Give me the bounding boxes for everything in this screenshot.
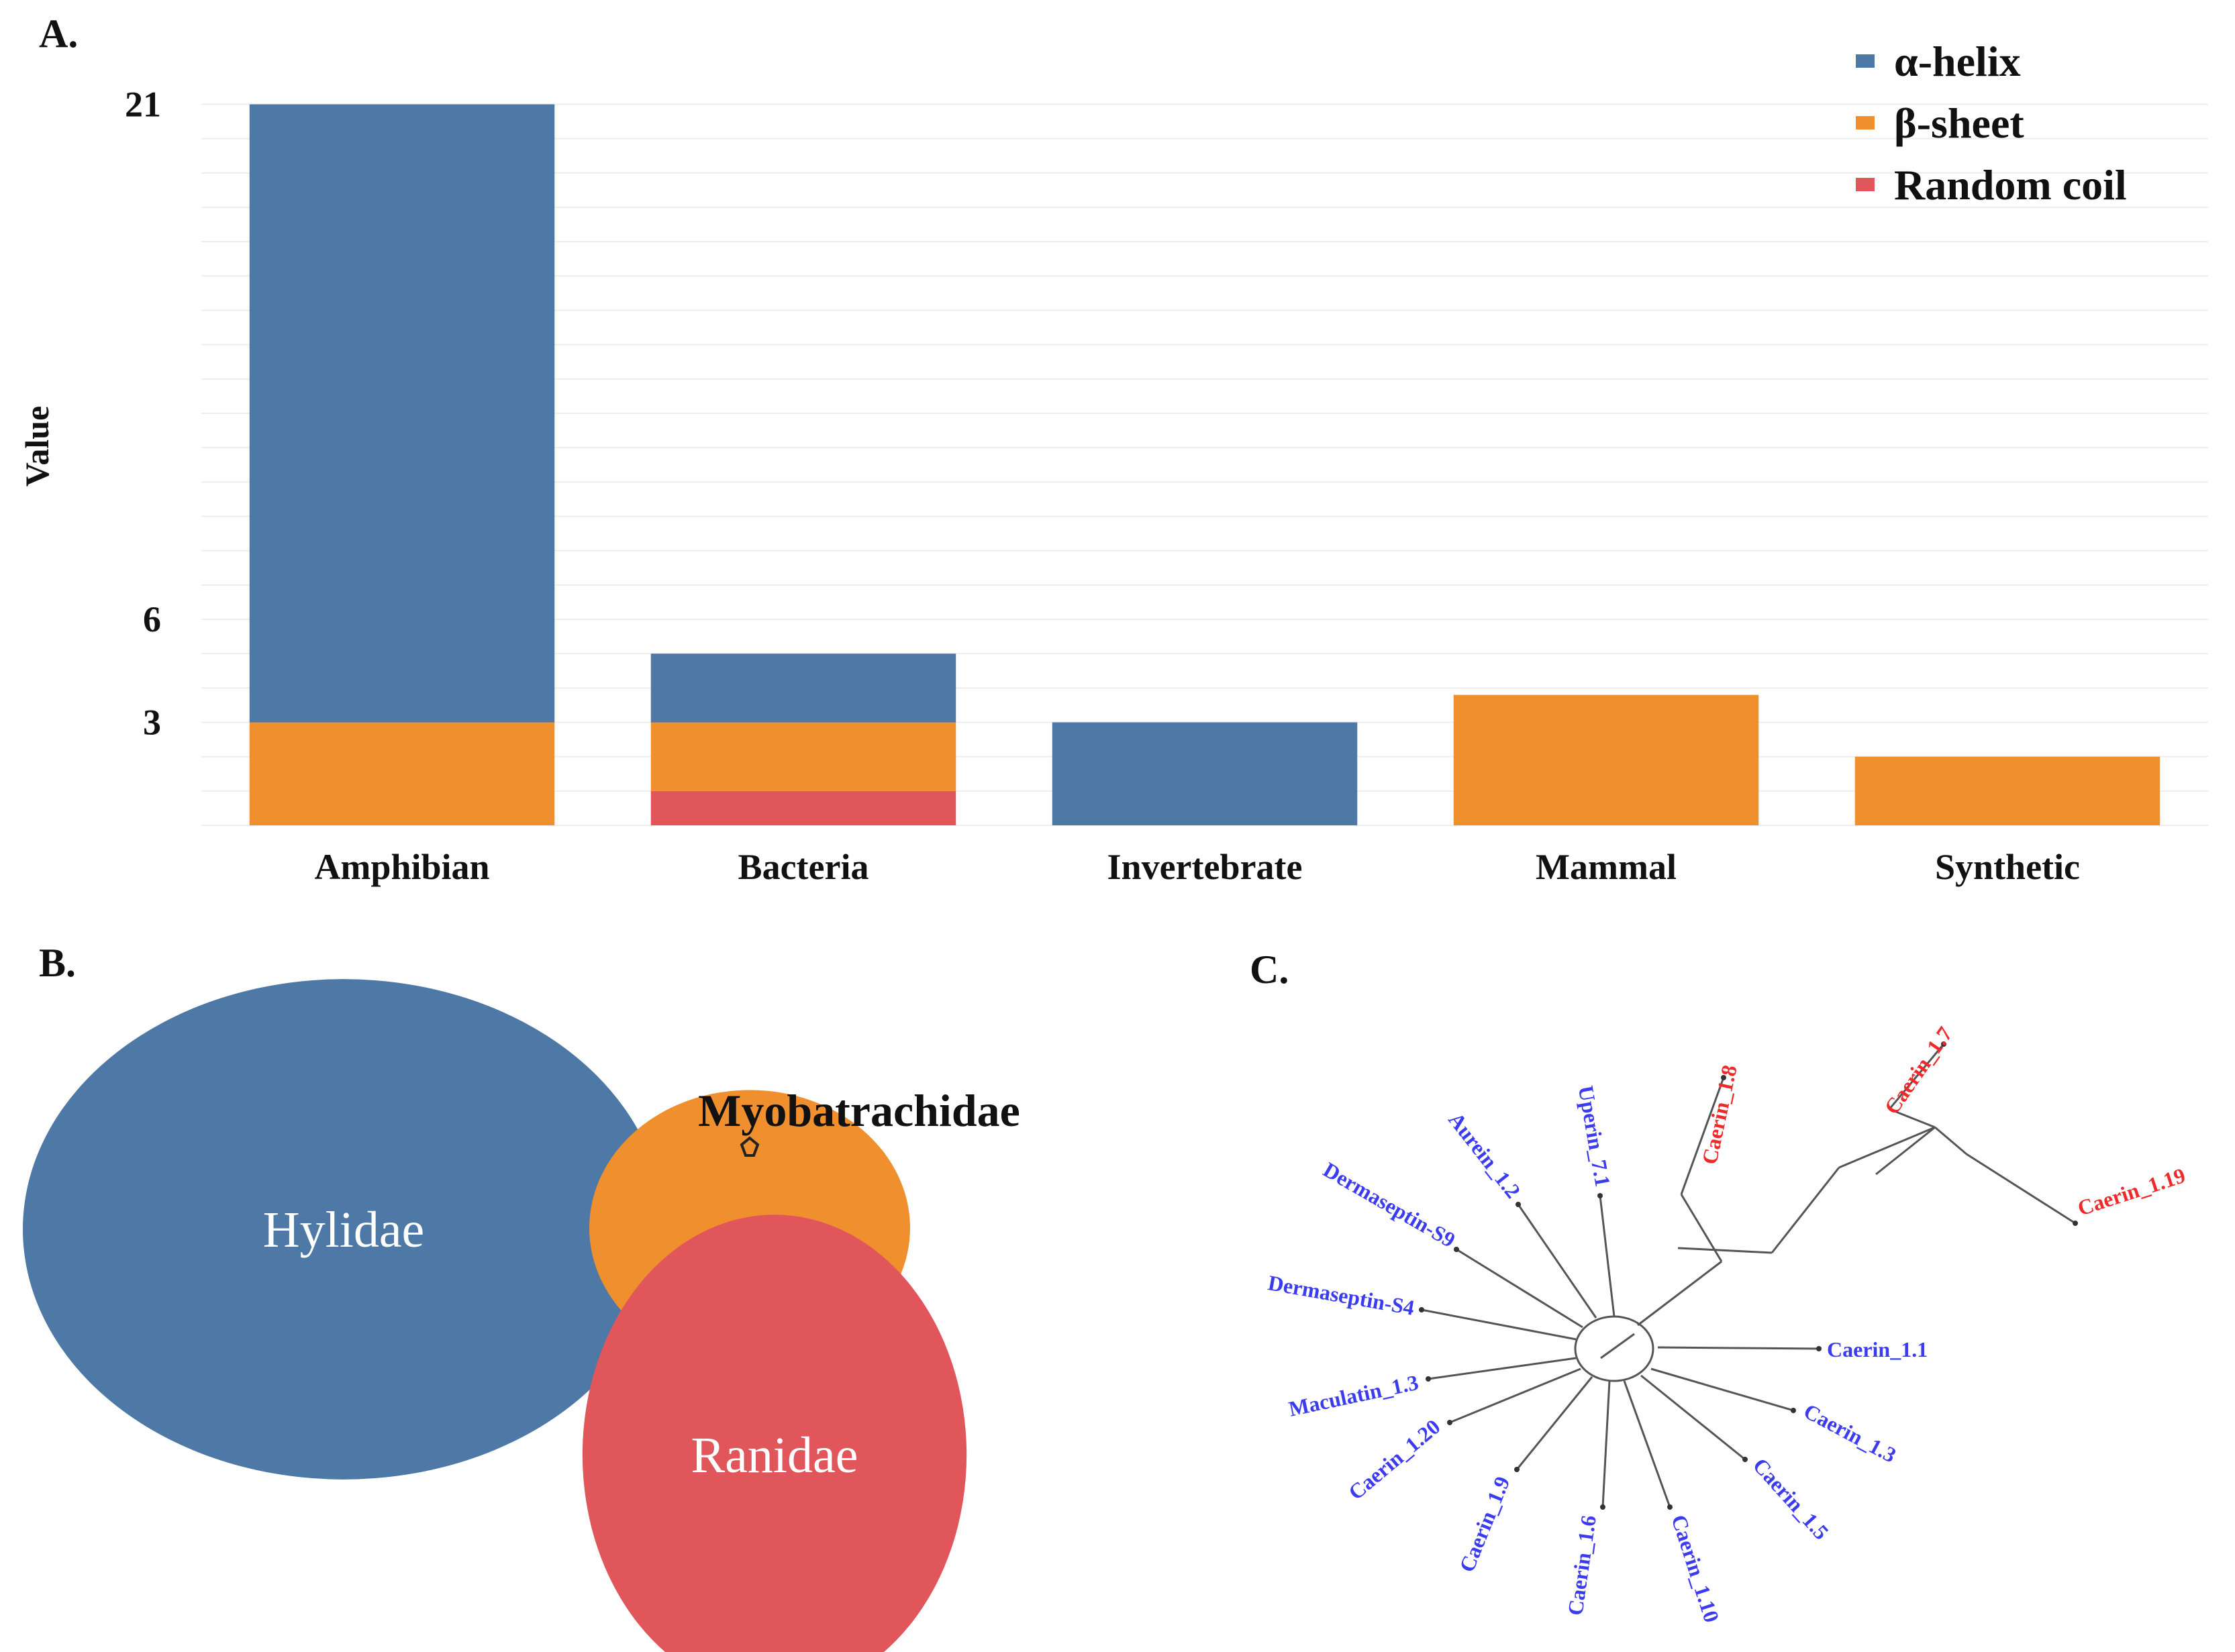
bar-segment [650,790,956,825]
bar-segment [1453,694,1759,825]
tree-branch [1934,1126,1967,1155]
tree-leaves: Caerin_1.8 Caerin_1.7Caerin_1.19Caerin_1.… [1266,1022,2189,1625]
tree-node [1419,1307,1424,1312]
tree-node [1791,1408,1796,1413]
bar-segment [1854,756,2160,825]
tree-branch [1428,1357,1577,1380]
x-tick-label: Amphibian [314,847,489,887]
tree-branch [1888,1043,1945,1110]
tree-branch [1601,1380,1611,1508]
panel-b-label: B. [39,941,76,985]
panel-a-label: A. [39,11,78,56]
panel-a-bar-chart: A. 3 6 21 Amphibian Bacteria Invertebrate Mam… [18,11,2208,887]
x-tick-label: Synthetic [1935,847,2080,887]
tree-branch [1623,1380,1671,1508]
tree-branch [1449,1367,1581,1424]
bar-segment [650,654,956,723]
bubble-label: Myobatrachidae [698,1085,1020,1136]
tree-leaf-label: Aurein_1.2 [1444,1108,1526,1202]
tree-branch [1838,1126,1936,1169]
tree-leaf-label: Caerin_1.1 [1827,1337,1928,1361]
bubble-ranidae [582,1215,967,1652]
tree-branch [1637,1260,1722,1327]
tree-branch [1966,1153,2076,1225]
y-axis-label: Value [18,406,56,486]
tree-node [1667,1504,1673,1510]
bar-segment [249,104,555,723]
legend-label: β-sheet [1894,99,2024,147]
tree-leaf-label: Caerin_1.10 [1667,1512,1724,1625]
tree-node [1941,1041,1946,1047]
bubble-label: Ranidae [691,1427,858,1484]
y-tick-label: 3 [143,702,161,742]
legend-label: Random coil [1894,161,2127,209]
tree-branch [1517,1204,1597,1319]
tree-node [1426,1376,1431,1382]
tree-node [1514,1467,1520,1472]
tree-branch [1889,1108,1936,1129]
panel-c-label: C. [1250,947,1289,992]
tree-branch [1875,1126,1936,1176]
tree-branch [1456,1248,1583,1329]
tree-branch [1771,1167,1840,1253]
tree-node [1597,1193,1603,1198]
x-tick-label: Mammal [1536,847,1677,887]
tree-leaf-label: Caerin_1.19 [2075,1163,2188,1221]
tree-branch [1421,1308,1577,1341]
tree-node [1600,1504,1605,1510]
tree-branch [1657,1346,1820,1350]
tree-branch [1650,1367,1794,1412]
tree-leaf-label: Caerin_1.20 [1344,1414,1444,1504]
bar-segment [249,722,555,825]
bubble-hylidae [23,979,664,1480]
tree-node [1516,1202,1521,1207]
bubble-label: Hylidae [263,1202,425,1258]
tree-branch [1680,1077,1725,1195]
tree-leaf-label: Uperin_7.1 [1574,1084,1616,1188]
x-tick-labels: Amphibian Bacteria Invertebrate Mammal Synth… [314,847,2080,887]
tree-branches [1419,1041,2078,1510]
y-tick-label: 21 [125,84,161,124]
tree-node [1742,1457,1748,1462]
y-tick-labels: 3 6 21 [125,84,161,742]
tree-node [1816,1346,1822,1351]
legend-swatch [1856,54,1875,68]
y-tick-label: 6 [143,599,161,639]
tree-leaf-label: Maculatin_1.3 [1287,1370,1421,1421]
x-tick-label: Invertebrate [1107,847,1303,887]
tree-leaf-label: Dermaseptin-S9 [1320,1157,1460,1252]
tree-branch [1680,1194,1723,1262]
bars [249,104,2160,825]
tree-branch [1677,1247,1773,1254]
legend-swatch [1856,178,1875,191]
tree-leaf-label: Caerin_1.7 [1879,1022,1957,1119]
tree-leaf-label: Caerin_1.3 [1800,1398,1901,1467]
tree-leaf-label: Dermaseptin-S4 [1266,1270,1416,1320]
tree-branch [1599,1195,1616,1317]
tree-leaf-label: Caerin_1.8 [1697,1063,1741,1166]
legend-label: α-helix [1894,38,2021,85]
bar-segment [650,722,956,791]
tree-node [1454,1247,1459,1252]
bubble-marker [740,1136,760,1157]
tree-node [2073,1221,2078,1226]
tree-branch [1640,1374,1746,1461]
tree-branch [1600,1333,1635,1359]
tree-leaf-label: Caerin_1.9 [1454,1473,1515,1576]
tree-node [1721,1075,1726,1080]
x-tick-label: Bacteria [738,847,869,887]
legend-swatch [1856,116,1875,130]
tree-leaf-label: Caerin_1.6 [1562,1514,1601,1617]
tree-leaf-label: Caerin_1.5 [1748,1453,1834,1545]
tree-branch [1516,1376,1593,1470]
bar-segment [1052,722,1358,825]
tree-node [1447,1420,1452,1425]
